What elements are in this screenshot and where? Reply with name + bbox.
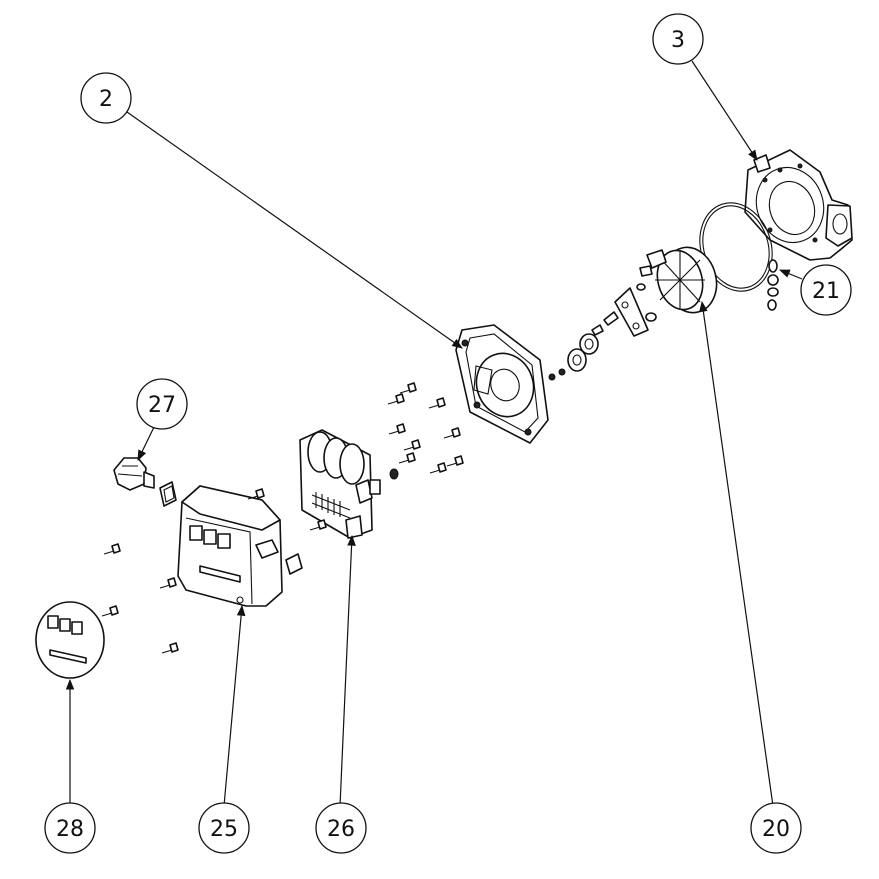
callout-27-label: 27 bbox=[148, 393, 176, 418]
knob-gasket bbox=[159, 481, 177, 507]
part-20-impeller bbox=[639, 246, 718, 314]
callout-25-label: 25 bbox=[210, 817, 238, 842]
callout-2: 2 bbox=[80, 72, 132, 124]
callout-28-label: 28 bbox=[56, 817, 84, 842]
callout-20: 20 bbox=[750, 802, 802, 854]
leader-25 bbox=[223, 604, 246, 807]
callout-20-label: 20 bbox=[762, 817, 790, 842]
callout-21: 21 bbox=[800, 264, 852, 316]
leader-2 bbox=[126, 111, 463, 349]
leader-lines bbox=[65, 60, 803, 807]
bracket-plate bbox=[614, 287, 649, 337]
part-27-knob bbox=[113, 457, 155, 491]
small-hardware bbox=[548, 283, 657, 381]
callout-2-label: 2 bbox=[99, 87, 113, 112]
callout-28: 28 bbox=[44, 802, 96, 854]
leader-20 bbox=[699, 300, 774, 807]
callout-27: 27 bbox=[136, 378, 188, 430]
part-28-label-plate bbox=[35, 601, 105, 679]
callout-21-label: 21 bbox=[812, 279, 840, 304]
leader-21 bbox=[779, 269, 803, 280]
leader-27 bbox=[137, 424, 156, 461]
part-25-front-cover bbox=[177, 485, 283, 607]
screws-set bbox=[387, 382, 464, 480]
leader-3 bbox=[691, 60, 758, 161]
cover-gasket bbox=[285, 553, 303, 575]
part-2-housing-plate bbox=[455, 324, 549, 444]
callout-26-label: 26 bbox=[327, 817, 355, 842]
callout-26: 26 bbox=[315, 802, 367, 854]
part-3-valve-body bbox=[744, 149, 853, 261]
leader-26 bbox=[339, 534, 356, 807]
callout-3: 3 bbox=[652, 13, 704, 65]
cover-screws bbox=[101, 488, 265, 654]
callout-3-label: 3 bbox=[671, 28, 685, 53]
screw-26 bbox=[309, 519, 327, 531]
part-21-fittings bbox=[767, 259, 779, 311]
part-26-cam-assembly bbox=[299, 429, 381, 539]
callout-25: 25 bbox=[198, 802, 250, 854]
